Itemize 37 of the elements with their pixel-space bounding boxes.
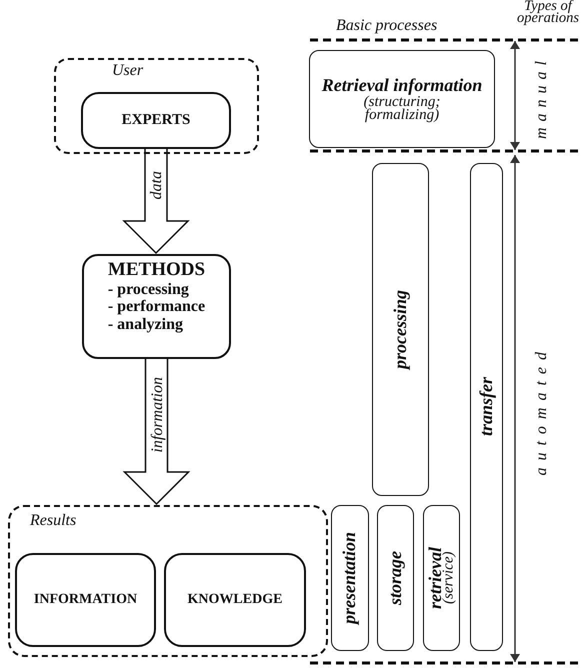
edge-label: data — [148, 170, 166, 199]
node-label: processing — [390, 290, 410, 369]
process-bar — [372, 163, 429, 496]
node-label: User — [112, 62, 144, 80]
process-box — [82, 254, 231, 359]
node-label: Retrieval information — [322, 76, 482, 96]
node-label: retrieval — [428, 547, 443, 609]
node-label: transfer — [476, 377, 496, 436]
process-bar — [377, 505, 414, 651]
group-box — [54, 58, 259, 154]
block-arrow — [122, 357, 190, 506]
node-label: storage — [386, 551, 406, 605]
result-box — [15, 553, 156, 647]
process-bar — [470, 163, 503, 651]
node-title: METHODS — [108, 260, 206, 281]
node-label: EXPERTS — [122, 112, 190, 129]
list-item: - processing — [108, 280, 190, 298]
process-bar — [331, 505, 369, 651]
edge-label: information — [148, 377, 166, 453]
list-item: - analyzing — [108, 316, 184, 334]
group-box — [8, 505, 328, 657]
column-heading: Types of operations — [517, 1, 579, 24]
block-arrow — [122, 147, 190, 254]
operation-type-label: manual — [533, 55, 551, 139]
result-box — [164, 553, 306, 647]
node-label: Results — [30, 512, 76, 530]
node-sublabel: (service) — [442, 552, 455, 604]
column-heading: Basic processes — [336, 17, 438, 35]
operation-type-label: automated — [533, 345, 551, 476]
node-label: INFORMATION — [34, 592, 138, 608]
node-sublabel: (structuring; formalizing) — [362, 96, 440, 122]
node-label: KNOWLEDGE — [188, 592, 282, 608]
process-box — [81, 92, 231, 149]
process-bar — [423, 505, 460, 651]
list-item: - performance — [108, 298, 206, 316]
process-box — [309, 50, 495, 148]
node-label: presentation — [340, 532, 360, 624]
